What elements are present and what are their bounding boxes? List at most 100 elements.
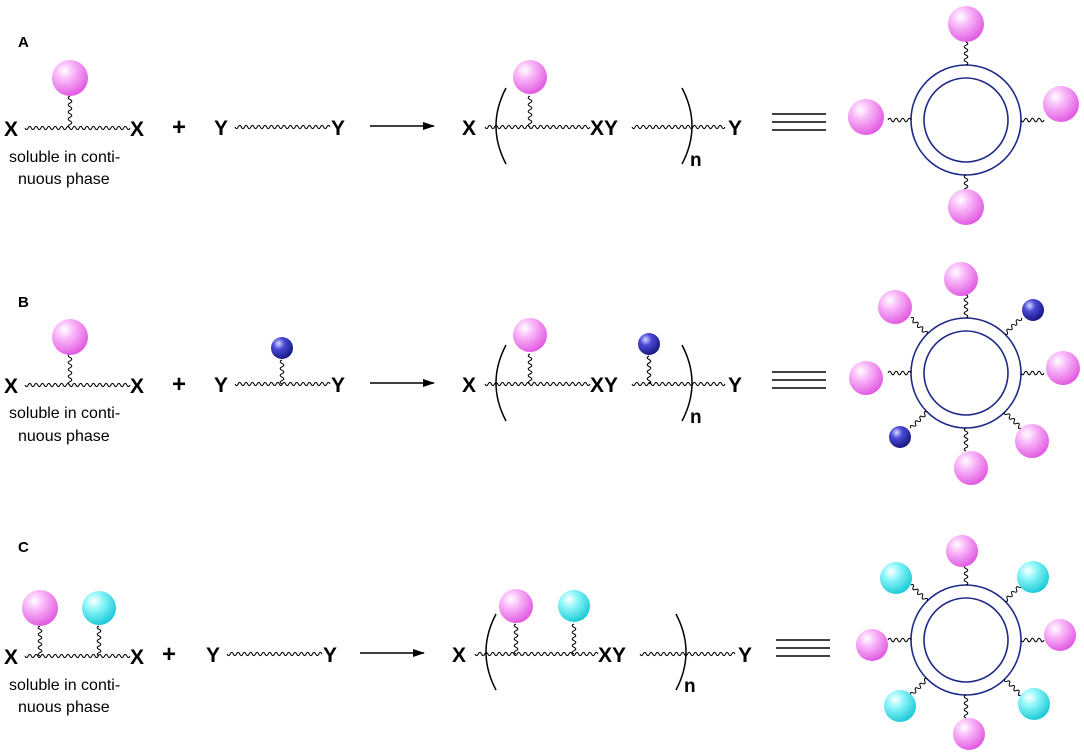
side-chain-wavy (279, 359, 285, 385)
tether-wavy (887, 117, 912, 123)
end-group-y-left: Y (206, 644, 220, 667)
repeat-subscript-n: n (684, 676, 696, 697)
side-chain-wavy (67, 95, 73, 129)
backbone-wavy (24, 382, 131, 388)
end-group-y-right: Y (331, 374, 345, 397)
end-group-x-right: X (130, 375, 144, 398)
monomer-2-c: Y Y (206, 644, 337, 667)
pink-functional-sphere (1046, 351, 1080, 385)
cyan-functional-sphere (880, 562, 912, 594)
solubility-note-line2: nuous phase (18, 699, 110, 716)
product-end-x: X (452, 644, 466, 667)
equivalence-sign (772, 113, 826, 131)
backbone-wavy (631, 381, 726, 387)
monomer-2-a: Y Y (214, 117, 345, 140)
equivalence-sign (776, 639, 830, 657)
product-end-x: X (462, 374, 476, 397)
backbone-wavy (484, 381, 591, 387)
cyan-functional-sphere (1018, 688, 1050, 720)
polymer-product-c: X XY n Y (452, 589, 752, 697)
pink-functional-sphere (953, 718, 985, 750)
monomer-1-c: X X soluble in conti- nuous phase (4, 590, 144, 716)
particle-inner-ring (923, 597, 1009, 683)
end-group-x-right: X (130, 646, 144, 669)
tether-wavy (1020, 370, 1045, 376)
product-end-y: Y (728, 374, 742, 397)
product-junction-xy: XY (598, 644, 626, 667)
polymer-product-b: X XY n Y (462, 318, 742, 428)
side-chain-wavy (37, 625, 43, 657)
tether-wavy (887, 370, 912, 376)
particle-inner-ring (923, 77, 1009, 163)
pink-functional-sphere (1015, 424, 1049, 458)
panel-label-a: A (18, 34, 29, 51)
tether-wavy (963, 694, 969, 719)
tether-wavy (1020, 117, 1045, 123)
pink-functional-sphere (52, 319, 88, 355)
tether-wavy (1004, 411, 1022, 430)
end-group-y-right: Y (331, 117, 345, 140)
end-group-y-left: Y (214, 117, 228, 140)
side-chain-wavy (96, 625, 102, 657)
solubility-note-line1: soluble in conti- (9, 677, 120, 694)
end-group-x-right: X (130, 118, 144, 141)
pink-functional-sphere (849, 361, 883, 395)
pink-functional-sphere (946, 535, 978, 567)
panel-c: C X X soluble in conti- nuous phase + Y … (4, 535, 1076, 750)
plus-sign: + (172, 114, 186, 141)
polymer-product-a: X XY n Y (462, 60, 742, 171)
pink-functional-sphere (878, 290, 912, 324)
panel-label-b: B (18, 294, 29, 311)
side-chain-wavy (527, 95, 533, 128)
backbone-wavy (639, 651, 736, 657)
backbone-wavy (484, 124, 591, 130)
monomer-2-b: Y Y (214, 337, 345, 397)
side-chain-wavy (513, 623, 519, 655)
end-group-x-left: X (4, 646, 18, 669)
cyan-functional-sphere (558, 590, 590, 622)
left-parenthesis (485, 613, 497, 691)
solubility-note-line2: nuous phase (18, 428, 110, 445)
repeat-subscript-n: n (690, 407, 702, 428)
monomer-1-a: X X soluble in conti- nuous phase (4, 60, 144, 188)
tether-wavy (1020, 637, 1045, 643)
pink-functional-sphere (52, 60, 88, 96)
pink-functional-sphere (513, 60, 547, 94)
particle-outer-ring (910, 584, 1022, 696)
product-end-x: X (462, 117, 476, 140)
tether-wavy (963, 294, 969, 319)
cyan-functional-sphere (884, 690, 916, 722)
side-chain-wavy (646, 355, 652, 385)
blue-functional-sphere (271, 337, 293, 359)
tether-wavy (1004, 584, 1023, 602)
pink-functional-sphere (848, 99, 884, 135)
backbone-wavy (226, 651, 323, 657)
end-group-y-right: Y (323, 644, 337, 667)
panel-a: A X X soluble in conti- nuous phase + Y … (4, 6, 1079, 225)
cyan-functional-sphere (82, 591, 116, 625)
backbone-wavy (24, 125, 131, 131)
product-junction-xy: XY (590, 117, 618, 140)
tether-wavy (1004, 317, 1023, 335)
pink-functional-sphere (948, 6, 984, 42)
left-parenthesis (495, 344, 507, 422)
backbone-wavy (234, 381, 331, 387)
cyan-functional-sphere (1017, 561, 1049, 593)
pink-functional-sphere (948, 189, 984, 225)
tether-wavy (963, 427, 969, 452)
end-group-x-left: X (4, 375, 18, 398)
blue-functional-sphere (638, 333, 660, 355)
side-chain-wavy (67, 353, 73, 386)
right-parenthesis (681, 87, 693, 165)
right-parenthesis (681, 344, 693, 422)
product-end-y: Y (738, 644, 752, 667)
tether-wavy (910, 316, 928, 335)
tether-wavy (887, 637, 912, 643)
solubility-note-line2: nuous phase (18, 171, 110, 188)
panel-label-c: C (18, 539, 29, 556)
solubility-note-line1: soluble in conti- (9, 405, 120, 422)
tether-wavy (910, 583, 928, 602)
blue-functional-sphere (889, 426, 911, 448)
